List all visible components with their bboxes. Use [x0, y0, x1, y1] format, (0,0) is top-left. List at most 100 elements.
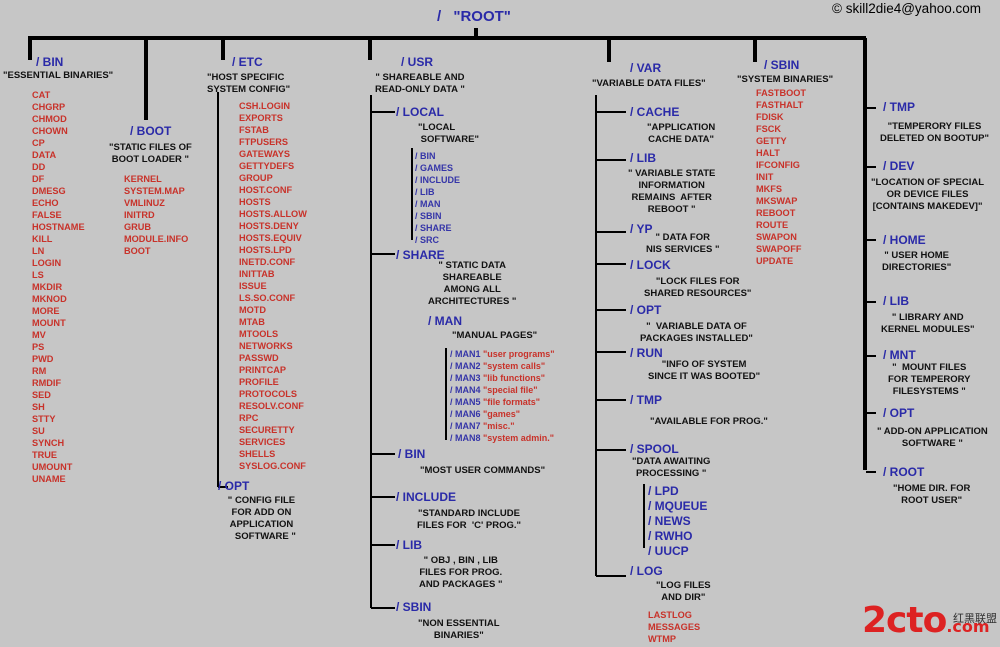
list-item[interactable]: TRUE: [32, 450, 58, 460]
list-item[interactable]: DMESG: [32, 186, 66, 196]
list-item[interactable]: CHMOD: [32, 114, 67, 124]
list-item[interactable]: LOGIN: [32, 258, 62, 268]
list-item[interactable]: RPC: [239, 413, 259, 423]
list-item[interactable]: SWAPOFF: [756, 244, 802, 254]
list-item[interactable]: MOTD: [239, 305, 267, 315]
list-item[interactable]: / SHARE: [415, 223, 452, 233]
list-item[interactable]: CP: [32, 138, 45, 148]
list-item[interactable]: IFCONFIG: [756, 160, 800, 170]
man-section-row[interactable]: / MAN4 "special file": [450, 384, 555, 396]
list-item[interactable]: HOSTS.ALLOW: [239, 209, 307, 219]
dir-etc[interactable]: / ETC: [232, 55, 263, 69]
dir-var-yp[interactable]: / YP: [630, 222, 653, 236]
list-item[interactable]: PROTOCOLS: [239, 389, 298, 399]
dir-var-run[interactable]: / RUN: [630, 346, 663, 360]
man-section-dir[interactable]: / MAN6: [450, 409, 484, 419]
list-item[interactable]: STTY: [32, 414, 56, 424]
list-item[interactable]: / MAN: [415, 199, 441, 209]
list-item[interactable]: CAT: [32, 90, 51, 100]
list-item[interactable]: FTPUSERS: [239, 137, 289, 147]
dir-etc-opt[interactable]: / OPT: [218, 479, 250, 493]
dir-home[interactable]: / HOME: [883, 233, 926, 247]
list-item[interactable]: HALT: [756, 148, 780, 158]
list-item[interactable]: DATA: [32, 150, 57, 160]
list-item[interactable]: RESOLV.CONF: [239, 401, 304, 411]
list-item[interactable]: PRINTCAP: [239, 365, 286, 375]
list-item[interactable]: / RWHO: [648, 529, 693, 543]
list-item[interactable]: MKNOD: [32, 294, 67, 304]
man-section-dir[interactable]: / MAN8: [450, 433, 484, 443]
list-item[interactable]: FASTBOOT: [756, 88, 807, 98]
man-section-dir[interactable]: / MAN3: [450, 373, 484, 383]
list-item[interactable]: INIT: [756, 172, 774, 182]
dir-usr[interactable]: / USR: [401, 55, 434, 69]
list-item[interactable]: RMDIF: [32, 378, 62, 388]
list-item[interactable]: CHGRP: [32, 102, 66, 112]
list-item[interactable]: MTOOLS: [239, 329, 279, 339]
man-section-dir[interactable]: / MAN7: [450, 421, 484, 431]
list-item[interactable]: CHOWN: [32, 126, 68, 136]
list-item[interactable]: INETD.CONF: [239, 257, 296, 267]
list-item[interactable]: / UUCP: [648, 544, 689, 558]
list-item[interactable]: KILL: [32, 234, 53, 244]
list-item[interactable]: SU: [32, 426, 45, 436]
list-item[interactable]: INITRD: [124, 210, 155, 220]
list-item[interactable]: SYSTEM.MAP: [124, 186, 185, 196]
list-item[interactable]: GRUB: [124, 222, 152, 232]
list-item[interactable]: MKSWAP: [756, 196, 798, 206]
list-item[interactable]: / BIN: [415, 151, 436, 161]
list-item[interactable]: INITTAB: [239, 269, 275, 279]
list-item[interactable]: HOSTS.LPD: [239, 245, 292, 255]
dir-var-opt[interactable]: / OPT: [630, 303, 662, 317]
list-item[interactable]: LS: [32, 270, 44, 280]
list-item[interactable]: HOSTNAME: [32, 222, 85, 232]
list-item[interactable]: / LIB: [415, 187, 435, 197]
list-item[interactable]: MKDIR: [32, 282, 63, 292]
man-section-row[interactable]: / MAN1 "user programs": [450, 348, 555, 360]
list-item[interactable]: FALSE: [32, 210, 62, 220]
list-item[interactable]: / GAMES: [415, 163, 454, 173]
list-item[interactable]: HOSTS: [239, 197, 271, 207]
man-section-row[interactable]: / MAN6 "games": [450, 408, 555, 420]
list-item[interactable]: PROFILE: [239, 377, 279, 387]
list-item[interactable]: PS: [32, 342, 45, 352]
dir-usr-man[interactable]: / MAN: [428, 314, 462, 328]
list-item[interactable]: LS.SO.CONF: [239, 293, 296, 303]
list-item[interactable]: SHELLS: [239, 449, 276, 459]
dir-usr-lib[interactable]: / LIB: [396, 538, 422, 552]
dir-usr-local[interactable]: / LOCAL: [396, 105, 444, 119]
list-item[interactable]: FASTHALT: [756, 100, 804, 110]
list-item[interactable]: ISSUE: [239, 281, 267, 291]
man-section-row[interactable]: / MAN7 "misc.": [450, 420, 555, 432]
man-section-row[interactable]: / MAN3 "lib functions": [450, 372, 555, 384]
list-item[interactable]: / SBIN: [415, 211, 442, 221]
list-item[interactable]: MKFS: [756, 184, 783, 194]
man-section-dir[interactable]: / MAN4: [450, 385, 484, 395]
dir-lib[interactable]: / LIB: [883, 294, 909, 308]
dir-var-lib[interactable]: / LIB: [630, 151, 656, 165]
dir-usr-sbin[interactable]: / SBIN: [396, 600, 432, 614]
list-item[interactable]: / LPD: [648, 484, 679, 498]
list-item[interactable]: SED: [32, 390, 51, 400]
list-item[interactable]: RM: [32, 366, 47, 376]
list-item[interactable]: MTAB: [239, 317, 265, 327]
dir-bin[interactable]: / BIN: [36, 55, 64, 69]
man-section-row[interactable]: / MAN5 "file formats": [450, 396, 555, 408]
dir-var[interactable]: / VAR: [630, 61, 662, 75]
list-item[interactable]: / NEWS: [648, 514, 691, 528]
list-item[interactable]: GETTYDEFS: [239, 161, 295, 171]
list-item[interactable]: SERVICES: [239, 437, 286, 447]
list-item[interactable]: DD: [32, 162, 46, 172]
list-item[interactable]: KERNEL: [124, 174, 162, 184]
list-item[interactable]: UPDATE: [756, 256, 794, 266]
dir-var-spool[interactable]: / SPOOL: [630, 442, 679, 456]
list-item[interactable]: LN: [32, 246, 45, 256]
list-item[interactable]: MOUNT: [32, 318, 66, 328]
list-item[interactable]: DF: [32, 174, 45, 184]
list-item[interactable]: EXPORTS: [239, 113, 283, 123]
dir-var-log[interactable]: / LOG: [630, 564, 663, 578]
list-item[interactable]: SYSLOG.CONF: [239, 461, 306, 471]
dir-usr-bin[interactable]: / BIN: [398, 447, 426, 461]
dir-opt[interactable]: / OPT: [883, 406, 915, 420]
list-item[interactable]: HOST.CONF: [239, 185, 293, 195]
